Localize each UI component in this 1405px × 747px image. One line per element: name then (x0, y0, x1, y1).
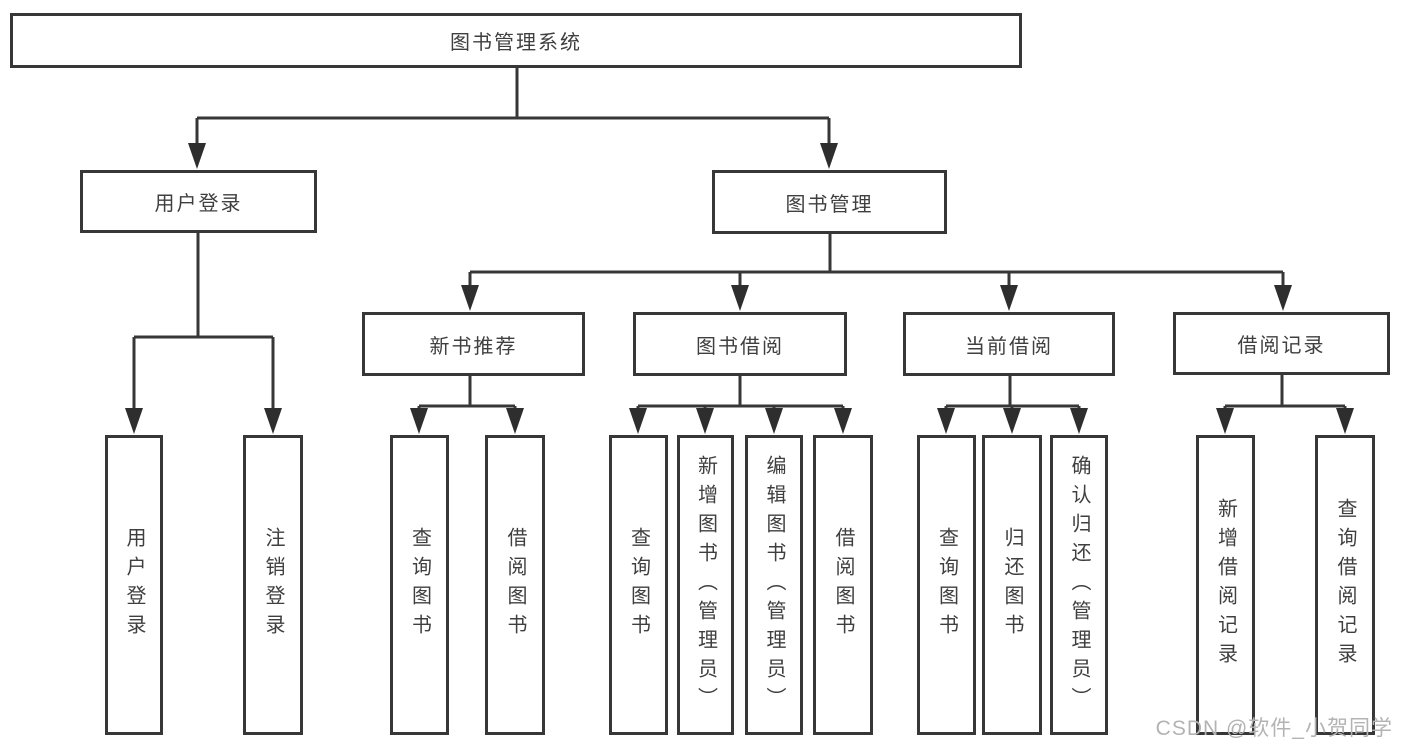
arrowhead-icon (264, 408, 282, 434)
leaf-query-books-1: 查询图书 (390, 435, 449, 735)
leaf-borrow-books-2: 借阅图书 (813, 435, 873, 735)
arrowhead-icon (937, 408, 955, 434)
node-user-login-label: 用户登录 (154, 193, 243, 215)
arrowhead-icon (125, 408, 143, 434)
arrowhead-icon (1000, 285, 1018, 311)
leaf-edit-books-admin: 编辑图书（管理员） (745, 435, 803, 735)
arrowhead-icon (1070, 408, 1088, 434)
leaf-label: 归还图书 (1001, 527, 1023, 643)
connector-userlogin-to-leaves (125, 233, 282, 434)
arrowhead-icon (731, 285, 749, 311)
leaf-label: 用户登录 (123, 527, 145, 643)
leaf-query-books-2: 查询图书 (609, 435, 668, 735)
connector-newbook-to-leaves (410, 376, 524, 434)
node-root-label: 图书管理系统 (450, 32, 582, 54)
arrowhead-icon (410, 408, 428, 434)
connector-currentborrow-to-leaves (937, 376, 1088, 434)
leaf-label: 注销登录 (262, 527, 284, 643)
connector-bookmgmt-to-level2 (461, 234, 1292, 311)
arrowhead-icon (1003, 408, 1021, 434)
leaf-borrow-books-1: 借阅图书 (485, 435, 545, 735)
leaf-label: 查询图书 (935, 527, 958, 643)
node-root: 图书管理系统 (10, 13, 1022, 68)
leaf-confirm-return-admin: 确认归还（管理员） (1050, 435, 1108, 735)
leaf-label: 查询图书 (627, 527, 650, 643)
arrowhead-icon (188, 143, 206, 169)
leaf-label: 借阅图书 (504, 527, 526, 643)
node-borrow-records-label: 借阅记录 (1237, 335, 1326, 357)
node-book-management-label: 图书管理 (785, 193, 874, 216)
node-book-borrow-label: 图书借阅 (696, 335, 784, 358)
leaf-user-login: 用户登录 (105, 435, 163, 735)
node-new-book-recommend-label: 新书推荐 (429, 335, 518, 358)
leaf-label: 编辑图书（管理员） (763, 454, 785, 716)
node-borrow-records: 借阅记录 (1173, 312, 1390, 375)
leaf-label: 查询借阅记录 (1334, 498, 1356, 672)
leaf-query-borrow-record: 查询借阅记录 (1315, 435, 1375, 735)
leaf-label: 借阅图书 (832, 527, 854, 643)
arrowhead-icon (820, 143, 838, 169)
arrowhead-icon (461, 285, 479, 311)
leaf-return-books: 归还图书 (982, 435, 1042, 735)
leaf-label: 新增借阅记录 (1214, 498, 1237, 672)
leaf-add-books-admin: 新增图书（管理员） (677, 435, 734, 735)
arrowhead-icon (696, 408, 714, 434)
arrowhead-icon (1216, 408, 1234, 434)
node-book-borrow: 图书借阅 (633, 312, 847, 376)
arrowhead-icon (1274, 285, 1292, 311)
connector-borrowrecords-to-leaves (1216, 375, 1354, 434)
leaf-logout: 注销登录 (243, 435, 303, 735)
connector-bookborrow-to-leaves (629, 376, 852, 434)
csdn-watermark: CSDN @软件_小贺同学 (1155, 717, 1393, 740)
arrowhead-icon (629, 408, 647, 434)
arrowhead-icon (834, 408, 852, 434)
leaf-query-books-3: 查询图书 (917, 435, 976, 735)
node-user-login: 用户登录 (80, 170, 317, 233)
connector-root-to-level1 (188, 68, 838, 169)
node-book-management: 图书管理 (712, 170, 947, 234)
node-current-borrow-label: 当前借阅 (965, 335, 1053, 358)
arrowhead-icon (765, 408, 783, 434)
node-current-borrow: 当前借阅 (903, 312, 1115, 376)
leaf-add-borrow-record: 新增借阅记录 (1196, 435, 1255, 735)
arrowhead-icon (506, 408, 524, 434)
node-new-book-recommend: 新书推荐 (362, 312, 585, 376)
leaf-label: 查询图书 (408, 527, 431, 643)
arrowhead-icon (1336, 408, 1354, 434)
leaf-label: 确认归还（管理员） (1068, 454, 1090, 716)
leaf-label: 新增图书（管理员） (694, 454, 717, 716)
